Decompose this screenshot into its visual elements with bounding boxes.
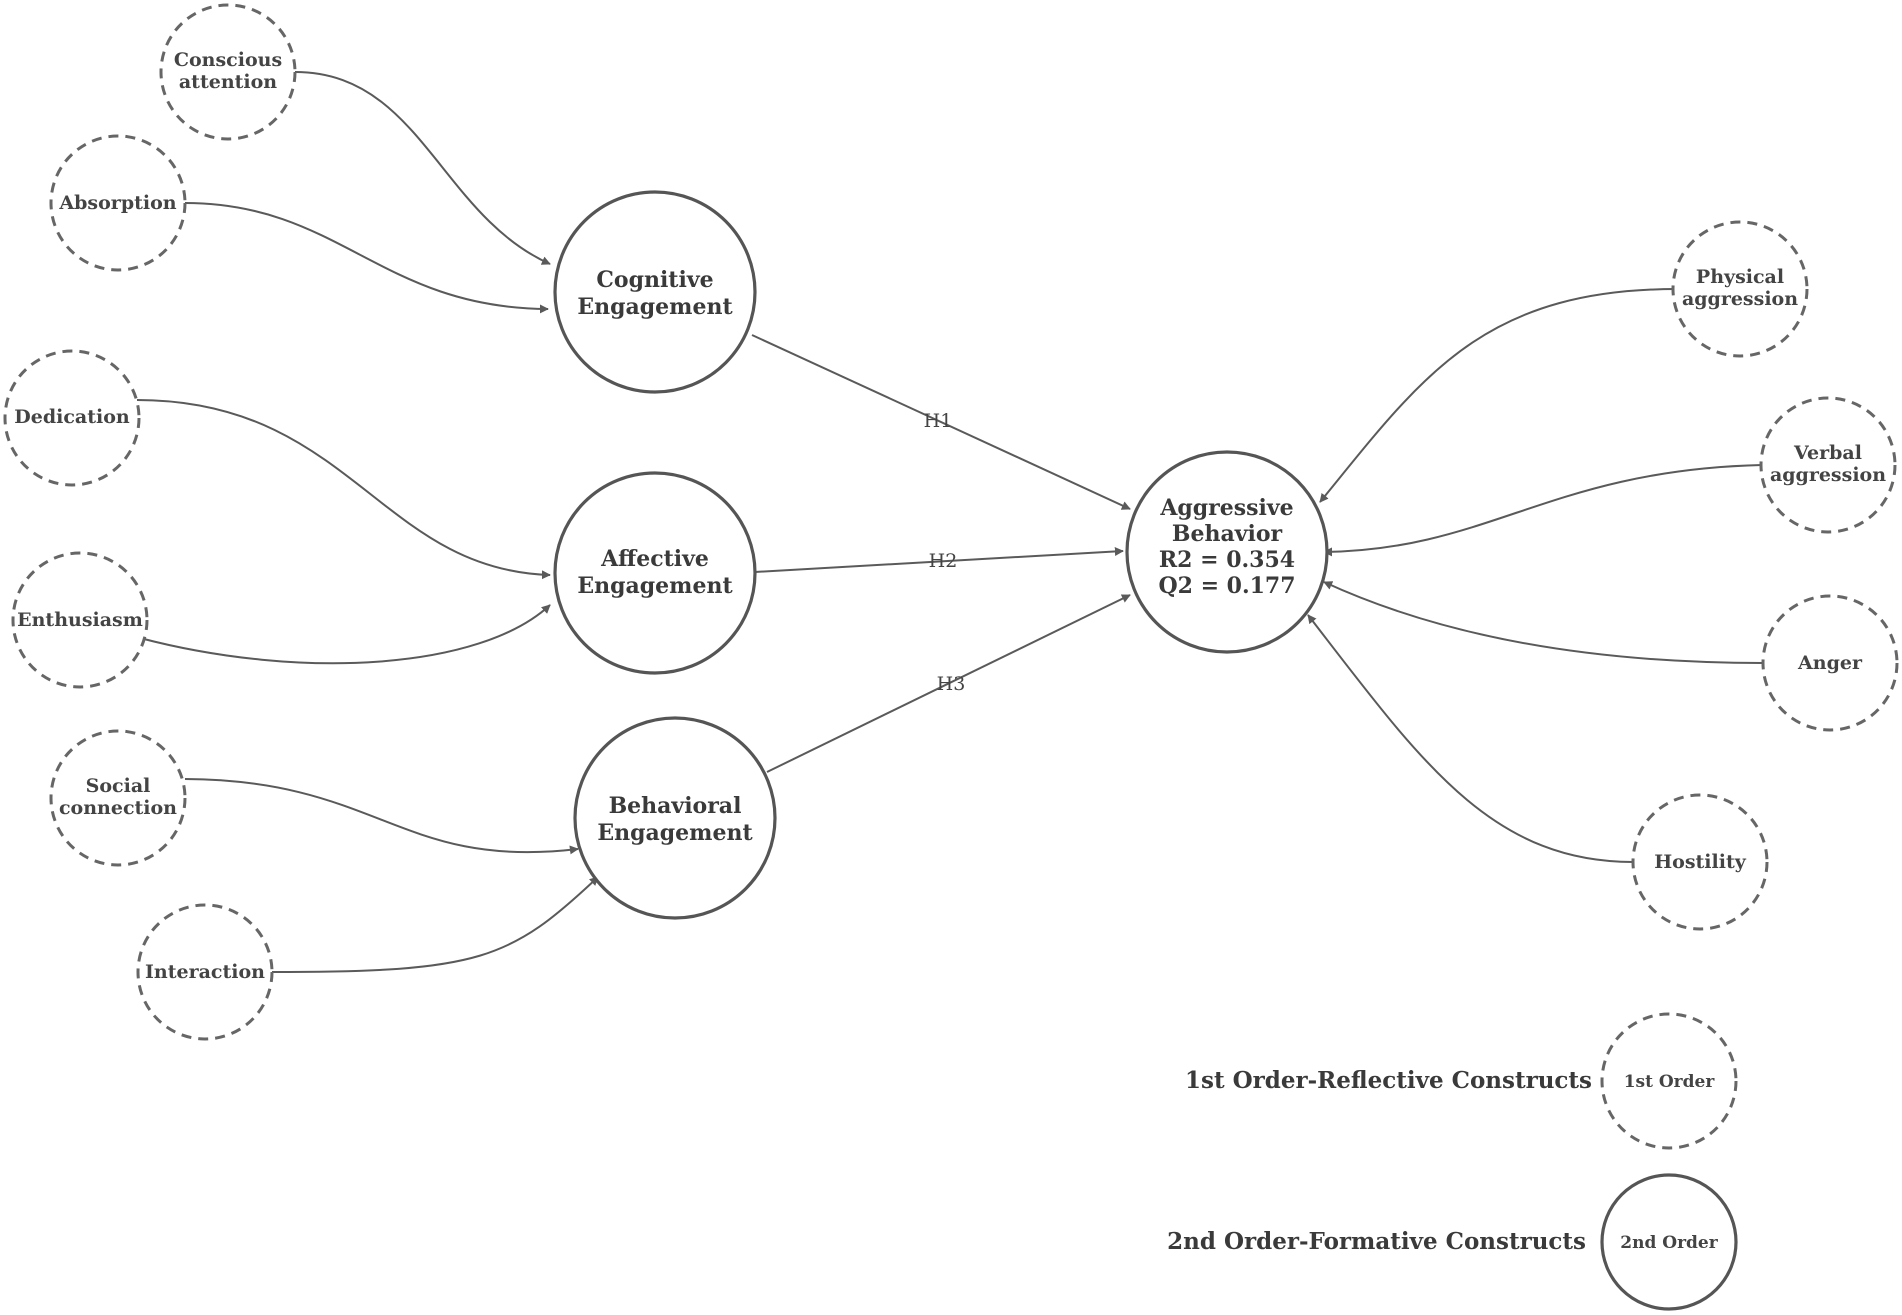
edge-social-connection-to-behavioral <box>184 778 579 855</box>
svg-text:Behavior: Behavior <box>1172 521 1283 547</box>
svg-text:Verbal: Verbal <box>1793 442 1862 464</box>
svg-text:connection: connection <box>59 797 177 819</box>
construct-physical-aggression: Physical aggression <box>1671 220 1809 358</box>
svg-text:R2 = 0.354: R2 = 0.354 <box>1159 547 1295 573</box>
construct-conscious-attention: Conscious attention <box>159 3 297 141</box>
edge-interaction-to-behavioral <box>271 876 599 973</box>
legend-first-order-circle <box>1600 1012 1738 1150</box>
h2-label: H2 <box>929 550 958 572</box>
svg-text:Enthusiasm: Enthusiasm <box>17 609 143 631</box>
svg-text:Engagement: Engagement <box>577 573 733 599</box>
legend-second-order-circle <box>1600 1173 1738 1311</box>
construct-aggressive-behavior: Aggressive Behavior R2 = 0.354 Q2 = 0.17… <box>1125 450 1329 654</box>
construct-interaction: Interaction <box>136 903 274 1041</box>
svg-text:Conscious: Conscious <box>174 49 282 71</box>
svg-text:Cognitive: Cognitive <box>596 267 713 293</box>
edge-anger-to-outcome <box>1323 581 1764 664</box>
svg-text:attention: attention <box>179 71 277 93</box>
edge-hostility-to-outcome <box>1307 614 1634 863</box>
svg-text:aggression: aggression <box>1682 288 1798 310</box>
construct-anger: Anger <box>1761 594 1899 732</box>
edge-h3 <box>766 594 1131 773</box>
svg-text:Aggressive: Aggressive <box>1159 495 1293 521</box>
svg-text:Affective: Affective <box>600 546 709 572</box>
h1-label: H1 <box>924 410 953 432</box>
svg-text:Engagement: Engagement <box>597 820 753 846</box>
construct-hostility: Hostility <box>1631 793 1769 931</box>
svg-text:Social: Social <box>86 775 151 797</box>
legend-first-order-circle-label: 1st Order <box>1624 1072 1716 1092</box>
construct-behavioral-engagement: Behavioral Engagement <box>573 716 777 920</box>
edge-conscious-attention-to-cognitive <box>294 71 551 265</box>
edge-absorption-to-cognitive <box>184 202 549 314</box>
edge-physical-aggression-to-outcome <box>1319 288 1678 503</box>
legend-first-order-label: 1st Order-Reflective Constructs <box>1185 1067 1592 1094</box>
svg-text:Engagement: Engagement <box>577 294 733 320</box>
construct-absorption: Absorption <box>49 134 187 272</box>
legend: 1st Order-Reflective Constructs 1st Orde… <box>1167 1012 1738 1311</box>
svg-text:Absorption: Absorption <box>58 192 176 214</box>
construct-cognitive-engagement: Cognitive Engagement <box>553 190 757 394</box>
svg-text:Physical: Physical <box>1696 266 1784 288</box>
edge-h1 <box>751 334 1131 510</box>
svg-text:Q2 = 0.177: Q2 = 0.177 <box>1158 573 1295 599</box>
svg-text:Behavioral: Behavioral <box>609 793 742 819</box>
edge-verbal-aggression-to-outcome <box>1323 464 1763 557</box>
legend-second-order-label: 2nd Order-Formative Constructs <box>1167 1228 1586 1255</box>
svg-text:aggression: aggression <box>1770 464 1886 486</box>
svg-text:Dedication: Dedication <box>14 406 130 428</box>
construct-enthusiasm: Enthusiasm <box>11 551 149 689</box>
edge-h2 <box>754 546 1124 573</box>
construct-verbal-aggression: Verbal aggression <box>1759 396 1897 534</box>
construct-affective-engagement: Affective Engagement <box>553 471 757 675</box>
svg-text:Interaction: Interaction <box>145 961 265 983</box>
svg-text:Anger: Anger <box>1797 652 1863 674</box>
h3-label: H3 <box>937 673 966 695</box>
edge-dedication-to-affective <box>136 399 551 580</box>
construct-dedication: Dedication <box>3 349 141 487</box>
construct-social-connection: Social connection <box>49 729 187 867</box>
svg-text:Hostility: Hostility <box>1654 851 1747 873</box>
edge-enthusiasm-to-affective <box>139 604 551 665</box>
legend-second-order-circle-label: 2nd Order <box>1620 1233 1718 1253</box>
